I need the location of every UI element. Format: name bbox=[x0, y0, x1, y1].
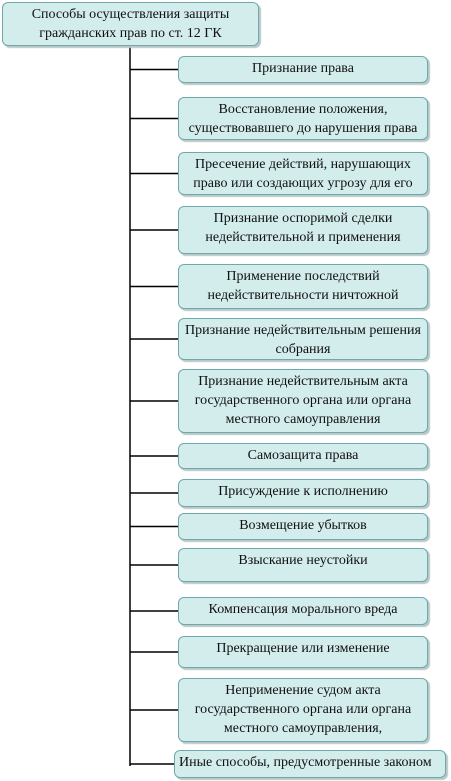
method-box-11: Взыскание неустойки bbox=[178, 548, 428, 582]
root-box: Способы осуществления защиты гражданских… bbox=[2, 2, 259, 46]
method-box-5: Применение последствий недействительност… bbox=[178, 264, 428, 309]
method-box-2: Восстановление положения, существовавшег… bbox=[178, 97, 428, 140]
method-box-3: Пресечение действий, нарушающих право ил… bbox=[178, 152, 428, 195]
method-box-7: Признание недействительным акта государс… bbox=[178, 369, 428, 433]
branch-lines bbox=[130, 68, 178, 765]
method-label: Присуждение к исполнению bbox=[218, 484, 388, 499]
method-label: Признание права bbox=[252, 61, 354, 76]
method-box-8: Самозащита права bbox=[178, 443, 428, 469]
method-label: Пресечение действий, нарушающих право ил… bbox=[193, 157, 413, 191]
method-box-14: Неприменение судом акта государственного… bbox=[178, 678, 428, 742]
method-label: Восстановление положения, существовавшег… bbox=[188, 102, 418, 136]
method-label: Признание недействительным акта государс… bbox=[194, 374, 412, 427]
method-label: Прекращение или изменение bbox=[216, 641, 390, 656]
method-label: Неприменение судом акта государственного… bbox=[194, 683, 412, 736]
method-box-12: Компенсация морального вреда bbox=[178, 597, 428, 625]
method-box-1: Признание права bbox=[178, 56, 428, 83]
method-box-6: Признание недействительным решения собра… bbox=[178, 318, 428, 360]
root-label: Способы осуществления защиты гражданских… bbox=[31, 7, 230, 41]
method-label: Самозащита права bbox=[247, 448, 359, 463]
method-label: Применение последствий недействительност… bbox=[207, 269, 399, 303]
method-box-10: Возмещение убытков bbox=[178, 513, 428, 540]
method-label: Признание оспоримой сделки недействитель… bbox=[205, 211, 401, 245]
method-label: Возмещение убытков bbox=[239, 518, 367, 533]
method-box-13: Прекращение или изменение bbox=[178, 636, 428, 668]
method-label: Взыскание неустойки bbox=[238, 553, 368, 568]
method-box-4: Признание оспоримой сделки недействитель… bbox=[178, 206, 428, 254]
method-label: Иные способы, предусмотренные законом bbox=[179, 755, 432, 770]
method-label: Компенсация морального вреда bbox=[208, 602, 398, 617]
method-box-9: Присуждение к исполнению bbox=[178, 479, 428, 507]
method-box-15: Иные способы, предусмотренные законом bbox=[174, 750, 446, 778]
method-label: Признание недействительным решения собра… bbox=[185, 323, 421, 357]
